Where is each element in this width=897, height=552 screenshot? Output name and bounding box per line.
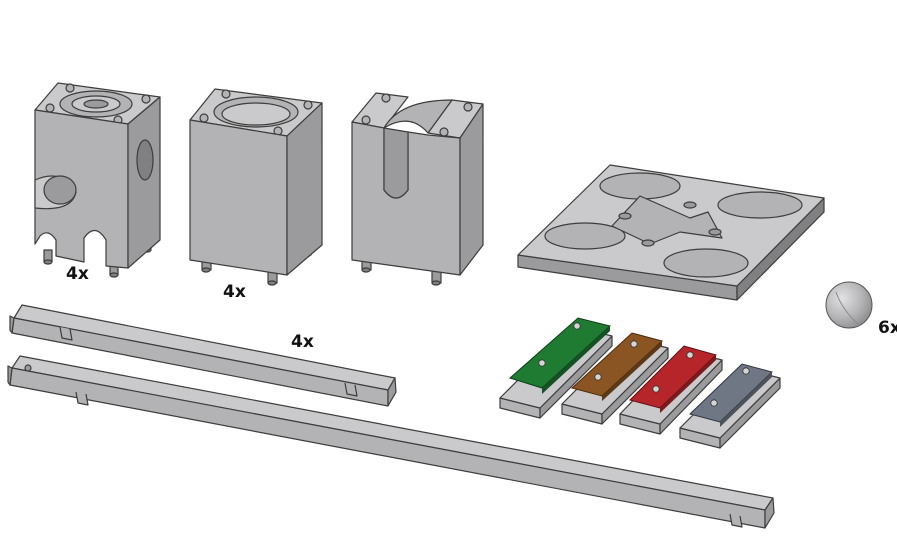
red-bar: [619, 345, 723, 435]
marble-quantity: 6x: [878, 318, 897, 338]
green-bar: [499, 317, 613, 419]
slate-bar: [679, 363, 781, 449]
rail-profile-icon: [9, 304, 397, 407]
rail-profile-icon: [7, 355, 775, 529]
brown-bar: [561, 332, 669, 425]
rail-quantity: 4x: [291, 332, 314, 352]
crossroad-plate-icon: [517, 164, 825, 301]
basin-cube-quantity: 4x: [223, 282, 246, 302]
junction-cube-icon: [34, 82, 161, 278]
slot-cube-icon: [351, 92, 484, 286]
basin-cube-icon: [189, 88, 323, 286]
junction-cube-quantity: 4x: [66, 264, 89, 284]
marble-icon: [825, 281, 873, 329]
xylophone-bars-icon: [499, 317, 781, 449]
